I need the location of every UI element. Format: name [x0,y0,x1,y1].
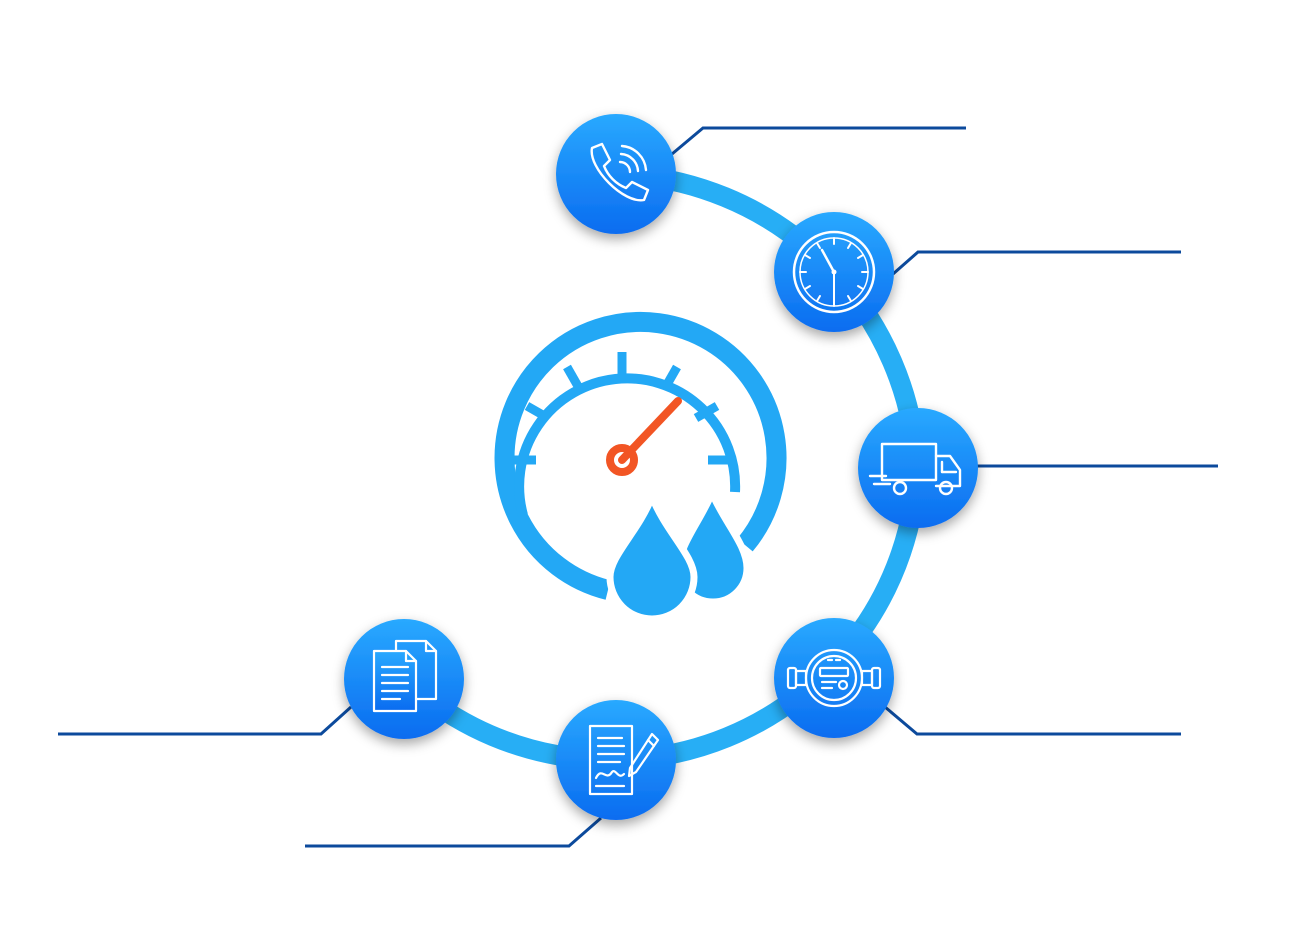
gauge-pivot [606,444,638,476]
step-node-call[interactable] [556,114,676,234]
step-node-meter[interactable] [774,618,894,738]
water-pressure-gauge-icon [494,311,787,623]
gauge-outer-ring [494,311,787,600]
documents-icon [372,639,438,713]
phone-call-icon [590,142,650,202]
signed-document-icon [588,724,660,796]
leader-line-contract [305,816,602,848]
leader-line-meter [884,705,1181,736]
step-node-contract[interactable] [556,700,676,820]
delivery-truck-icon [868,442,962,496]
leader-line-documents [58,705,353,736]
clock-icon [792,230,876,314]
leader-line-call [671,126,966,156]
step-node-delivery[interactable] [858,408,978,528]
step-node-schedule[interactable] [774,212,894,332]
step-node-documents[interactable] [344,619,464,739]
water-meter-icon [786,648,882,708]
water-drop-front [606,487,698,623]
gauge-ticks [512,352,732,465]
leader-line-schedule [892,250,1181,276]
leader-lines [58,126,1218,848]
